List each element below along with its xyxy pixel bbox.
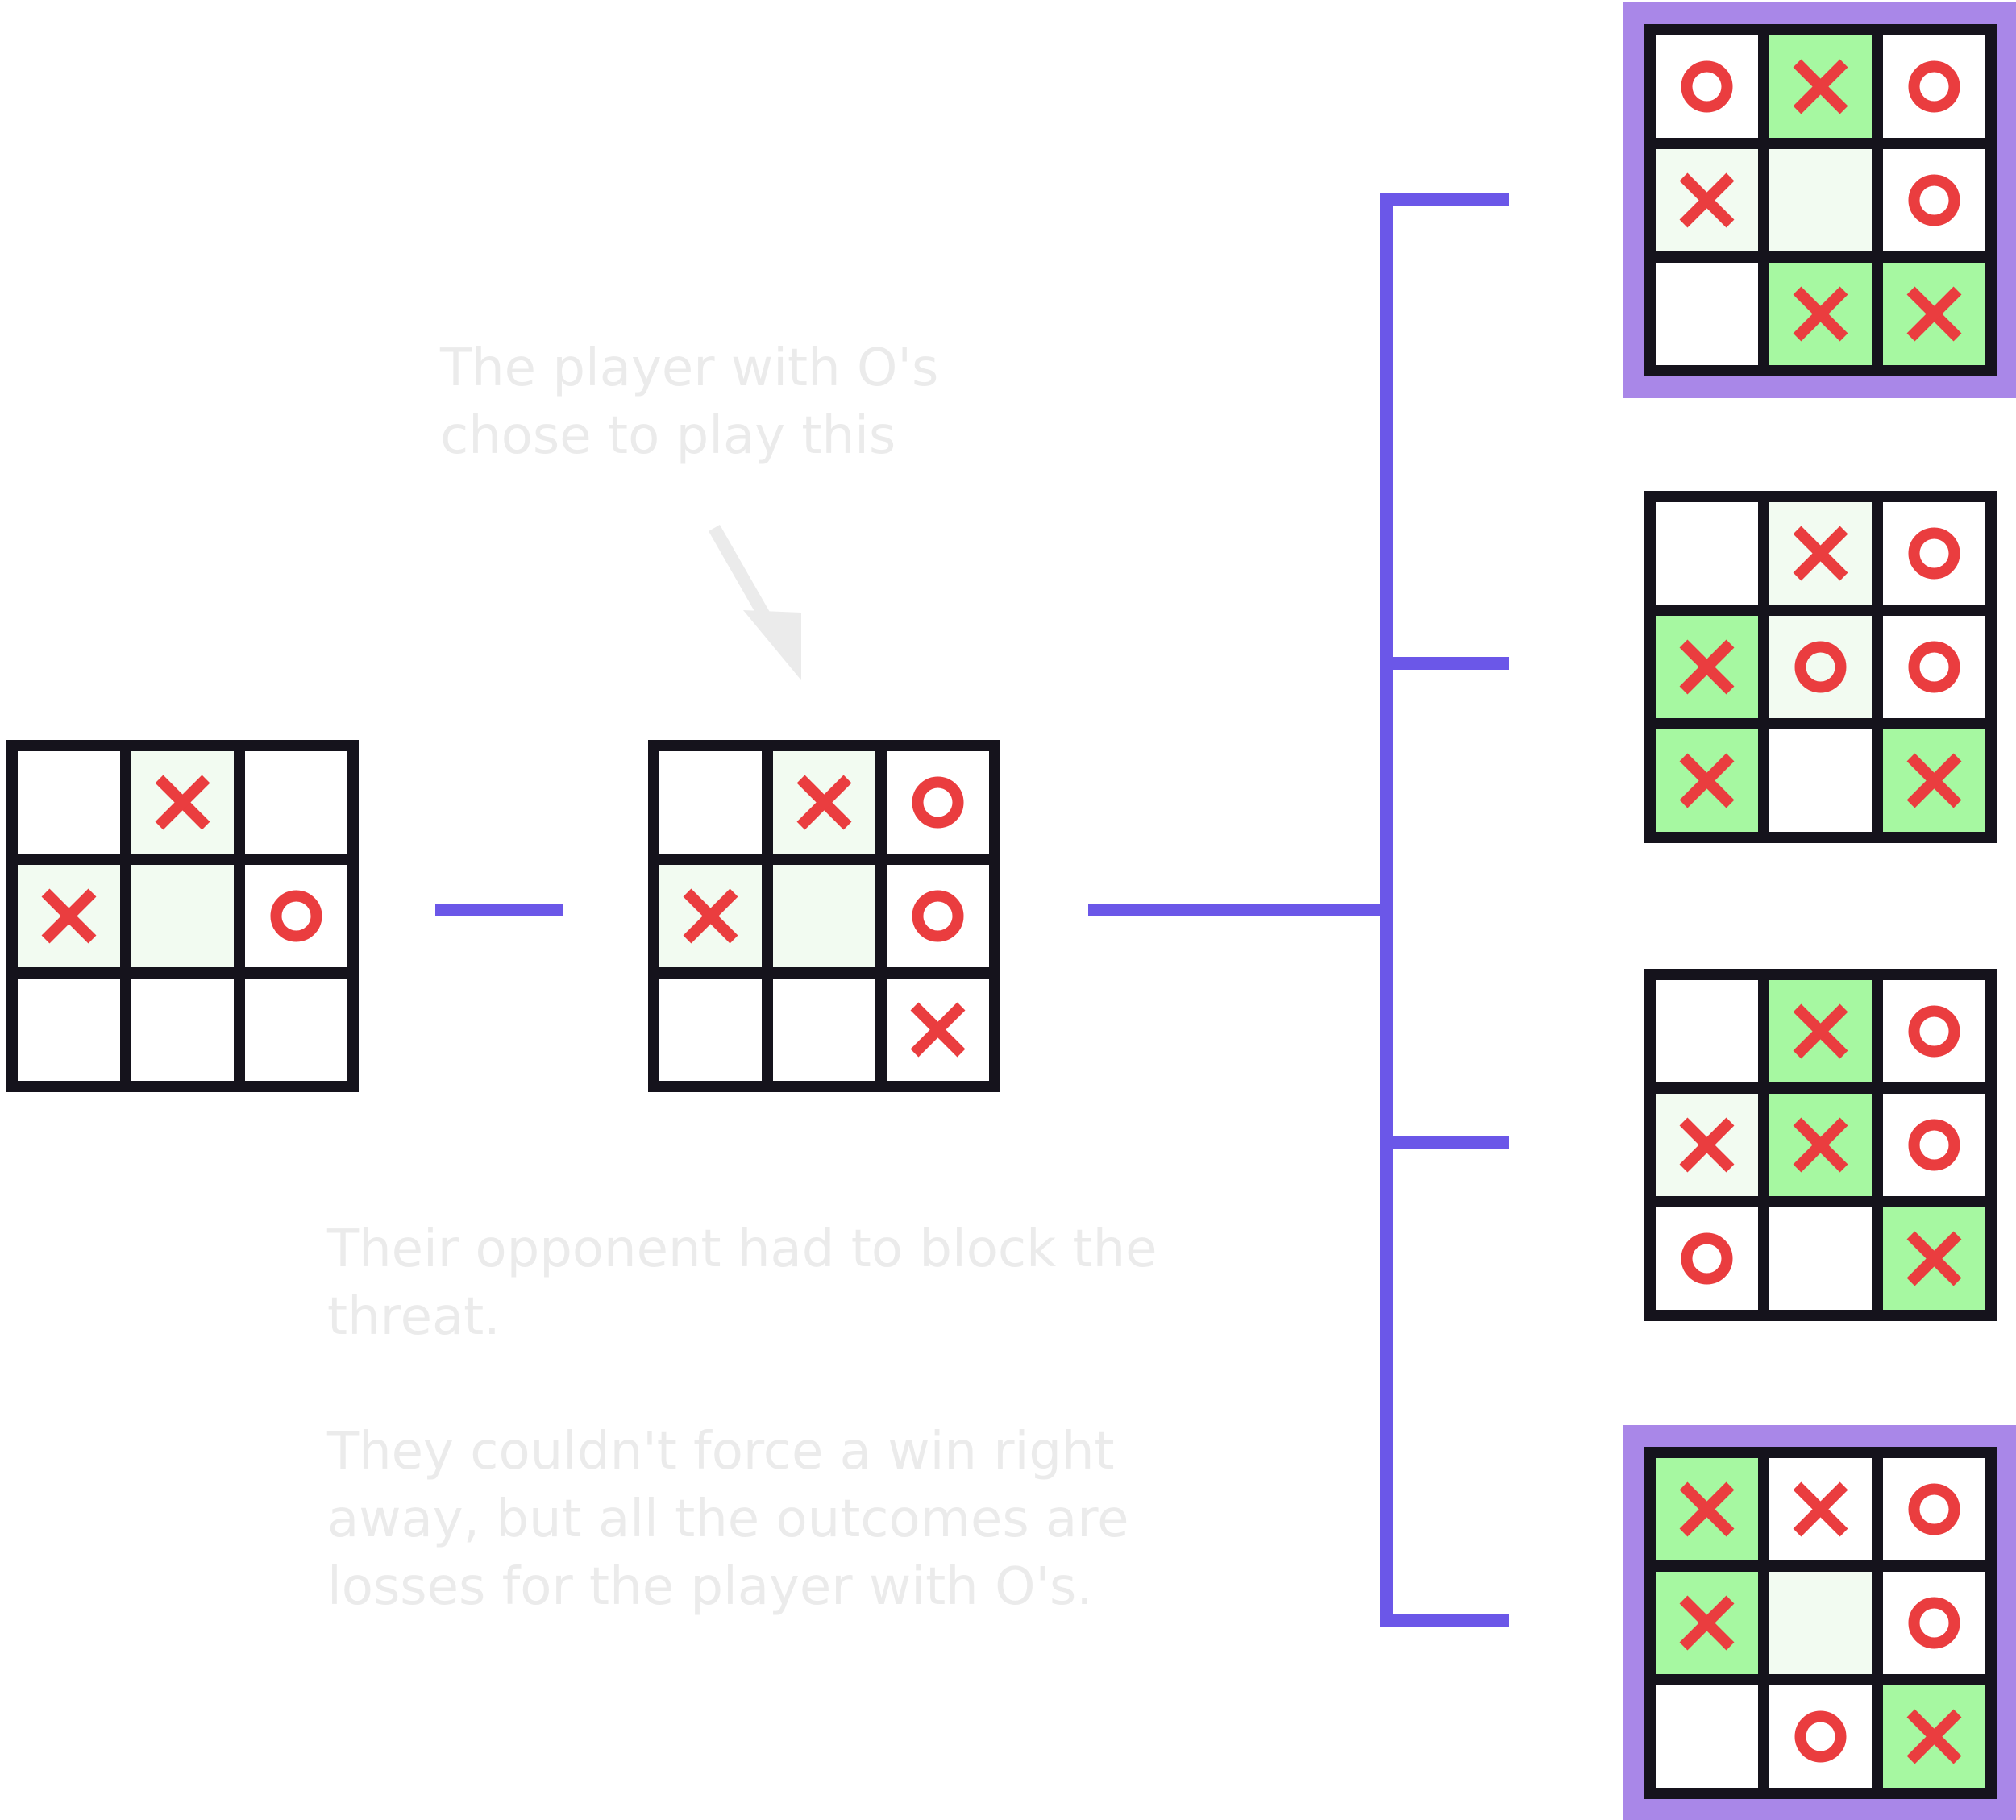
board-cell — [245, 979, 347, 1081]
x-mark-icon — [1793, 286, 1848, 342]
board-cell — [1769, 616, 1872, 718]
board-cell — [887, 751, 989, 854]
o-mark-icon — [912, 890, 964, 942]
board-outcome-4 — [1623, 1425, 2016, 1820]
o-mark-icon — [1908, 1005, 1960, 1058]
board-cell — [131, 865, 234, 967]
board-start-position — [6, 740, 359, 1092]
o-mark-icon — [1908, 527, 1960, 580]
arrow-icon — [709, 525, 801, 680]
board-cell — [1883, 1458, 1985, 1560]
caption-outcomes: They couldn't force a win right away, bu… — [327, 1422, 1129, 1617]
board-cell — [1769, 149, 1872, 251]
x-mark-icon — [41, 888, 97, 944]
caption-top-note: The player with O's chose to play this — [440, 339, 939, 466]
o-mark-icon — [1908, 1119, 1960, 1171]
board-cell — [1769, 729, 1872, 832]
x-mark-icon — [155, 775, 210, 830]
x-mark-icon — [683, 888, 738, 944]
o-mark-icon — [1681, 60, 1733, 113]
board-cell — [1769, 1685, 1872, 1788]
x-mark-icon — [1679, 1117, 1735, 1173]
board-cell — [1656, 1685, 1758, 1788]
board-cell — [1883, 502, 1985, 605]
board-cell — [659, 979, 762, 1081]
board-outcome-3 — [1644, 969, 1997, 1321]
board-cell — [245, 865, 347, 967]
board-cell — [1656, 35, 1758, 138]
o-mark-icon — [912, 776, 964, 829]
x-mark-icon — [1793, 1481, 1848, 1537]
x-mark-icon — [796, 775, 852, 830]
caption-block-threat: Their opponent had to block the threat. — [327, 1220, 1158, 1347]
board-cell — [18, 979, 120, 1081]
o-mark-icon — [1908, 641, 1960, 693]
o-mark-icon — [1794, 1710, 1847, 1763]
board-outcome-1 — [1623, 2, 2016, 398]
board-cell — [1656, 502, 1758, 605]
x-mark-icon — [1679, 639, 1735, 695]
x-mark-icon — [1679, 1595, 1735, 1651]
o-mark-icon — [1681, 1232, 1733, 1285]
x-mark-icon — [1793, 1117, 1848, 1173]
board-cell — [1883, 149, 1985, 251]
board-outcome-2 — [1644, 491, 1997, 843]
x-mark-icon — [1793, 1003, 1848, 1059]
o-mark-icon — [1908, 60, 1960, 113]
x-mark-icon — [1679, 1481, 1735, 1537]
x-mark-icon — [1906, 286, 1962, 342]
board-cell — [1883, 980, 1985, 1082]
o-mark-icon — [270, 890, 322, 942]
x-mark-icon — [1906, 1709, 1962, 1764]
tree-connectors — [435, 193, 1509, 1627]
o-mark-icon — [1908, 1597, 1960, 1649]
o-mark-icon — [1908, 174, 1960, 226]
board-cell — [1883, 1094, 1985, 1196]
board-cell — [659, 751, 762, 854]
x-mark-icon — [1906, 753, 1962, 808]
board-group — [6, 2, 2016, 1820]
x-mark-icon — [910, 1002, 966, 1058]
x-mark-icon — [1793, 526, 1848, 581]
board-cell — [1656, 263, 1758, 365]
board-cell — [18, 751, 120, 854]
board-cell — [1769, 1572, 1872, 1674]
board-cell — [773, 865, 875, 967]
board-cell — [1656, 1207, 1758, 1310]
board-cell — [245, 751, 347, 854]
board-cell — [1883, 616, 1985, 718]
x-mark-icon — [1679, 753, 1735, 808]
o-mark-icon — [1908, 1483, 1960, 1535]
board-cell — [773, 979, 875, 1081]
x-mark-icon — [1906, 1231, 1962, 1286]
x-mark-icon — [1679, 172, 1735, 228]
x-mark-icon — [1793, 59, 1848, 114]
board-o-move-position — [648, 740, 1000, 1092]
board-cell — [1883, 1572, 1985, 1674]
board-cell — [887, 865, 989, 967]
board-cell — [1883, 35, 1985, 138]
board-cell — [131, 979, 234, 1081]
o-mark-icon — [1794, 641, 1847, 693]
board-cell — [1656, 980, 1758, 1082]
board-cell — [1769, 1207, 1872, 1310]
